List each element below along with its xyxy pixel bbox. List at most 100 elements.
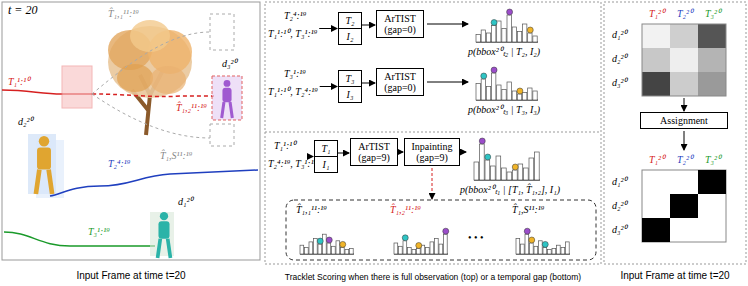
person	[224, 80, 231, 87]
histogram-bar	[486, 87, 490, 101]
histogram-bar	[533, 36, 537, 42]
score-dot	[416, 243, 422, 249]
histogram-bar	[474, 162, 479, 180]
histogram-bar	[476, 35, 480, 43]
histogram-bar	[439, 244, 443, 254]
layout-arrow	[320, 86, 337, 87]
label: T₃²⁰	[705, 8, 721, 20]
tracklet-line	[4, 232, 155, 246]
histogram-bar	[492, 73, 496, 100]
label: T̂₁,₂¹¹:¹⁹	[390, 204, 421, 216]
label: T₁²⁰	[649, 154, 665, 166]
score-dot	[443, 228, 449, 234]
histogram-bar	[417, 249, 421, 255]
histogram-bar	[535, 152, 540, 180]
score-dot	[340, 241, 346, 247]
histogram-bar	[300, 245, 304, 254]
histogram-bar	[502, 168, 507, 180]
node-text: T₃	[339, 71, 361, 86]
score-dot	[317, 238, 323, 244]
score-dot	[326, 237, 332, 243]
histogram-bar	[476, 84, 480, 101]
histogram-bar	[430, 242, 434, 254]
input-box: T₁I₁	[314, 140, 338, 173]
node-text: T₂	[339, 13, 361, 28]
label: T₁¹:¹⁰, T₃¹:¹⁹	[268, 28, 317, 40]
person	[160, 212, 168, 220]
detection-box	[36, 140, 64, 198]
label: p(bbox²⁰ₜ₁ | [T₁, T̂₁,₂], I₁)	[460, 184, 560, 196]
label: T₃²⁰	[705, 154, 721, 166]
histogram-bar	[534, 246, 538, 254]
histogram-bar	[566, 242, 570, 254]
histogram-bar	[345, 250, 349, 254]
histogram-bar	[529, 158, 534, 180]
layout-arrow	[319, 28, 337, 29]
tracklet-line	[50, 170, 258, 196]
predicted-box	[212, 76, 242, 120]
label: p(bbox²⁰ₜ₃ | T₃, I₃)	[468, 104, 540, 116]
score-dot	[479, 138, 485, 144]
score-dot	[527, 27, 533, 33]
histogram-bar	[539, 241, 543, 254]
label: T₂⁴:¹⁹	[284, 10, 306, 22]
histogram-bar	[528, 88, 532, 100]
node-text: I₂	[339, 28, 361, 44]
score-dot	[491, 20, 497, 26]
histogram-bar	[399, 246, 403, 254]
histogram-bar	[318, 244, 322, 254]
label: d₃²⁰	[222, 58, 237, 70]
node-text: T₁	[315, 141, 337, 156]
label: T₁²⁰	[649, 8, 665, 20]
score-dot	[481, 73, 487, 79]
panel-border	[604, 2, 746, 264]
label: T₃¹:¹⁹	[284, 68, 306, 80]
histogram-bar	[444, 234, 448, 254]
label: T₃¹:¹⁹	[88, 226, 110, 238]
histogram-bar	[552, 249, 556, 255]
label: T₁¹:¹⁰	[274, 140, 296, 152]
label: d₂²⁰	[612, 200, 627, 212]
predicted-box	[210, 14, 234, 50]
input-box: T₃I₃	[338, 70, 362, 103]
histogram-bar	[492, 26, 496, 43]
histogram-bar	[481, 30, 485, 42]
node-text: Assignment	[641, 113, 727, 128]
score-dot	[491, 67, 497, 73]
histogram-bar	[305, 247, 309, 254]
histogram-bar	[497, 85, 501, 100]
person	[158, 221, 169, 238]
person	[37, 147, 51, 169]
inpainted-line	[92, 94, 214, 97]
detection-box	[62, 66, 92, 108]
label: • • •	[468, 232, 484, 244]
node-text: ArTIST (gap=0)	[377, 69, 423, 95]
score-dot	[529, 237, 535, 243]
inpainted-line	[92, 94, 210, 138]
panel-border	[2, 2, 260, 260]
panel-border	[265, 2, 601, 264]
score-dot	[507, 9, 513, 15]
score-matrix	[642, 24, 726, 96]
histogram-bar	[533, 91, 537, 100]
caption: Tracklet Scoring when there is full obse…	[285, 271, 581, 283]
score-dot	[524, 228, 530, 234]
histogram-bar	[309, 242, 313, 254]
histogram-bar	[403, 241, 407, 254]
label: T₁¹:¹⁰	[8, 76, 30, 88]
histogram-bar	[426, 247, 430, 254]
histogram-bar	[502, 29, 506, 43]
histogram-bar	[350, 249, 354, 255]
label: T₂⁴:¹⁹, T₃¹:¹⁹	[268, 158, 317, 170]
assignment-matrix	[642, 170, 726, 242]
histogram-bar	[497, 21, 501, 42]
label: T̂₁,₁¹¹:¹⁹	[296, 204, 327, 216]
histogram-bar	[524, 168, 529, 180]
label: d₂²⁰	[612, 53, 627, 65]
histogram-bar	[323, 234, 327, 254]
label: T̂₁,₂¹¹:¹⁹	[176, 102, 207, 114]
histogram-bar	[548, 250, 552, 254]
histogram-bar	[512, 27, 516, 42]
label: T̂₁,S¹¹:¹⁹	[512, 204, 544, 216]
model-box: Inpainting (gap=9)	[404, 138, 460, 166]
